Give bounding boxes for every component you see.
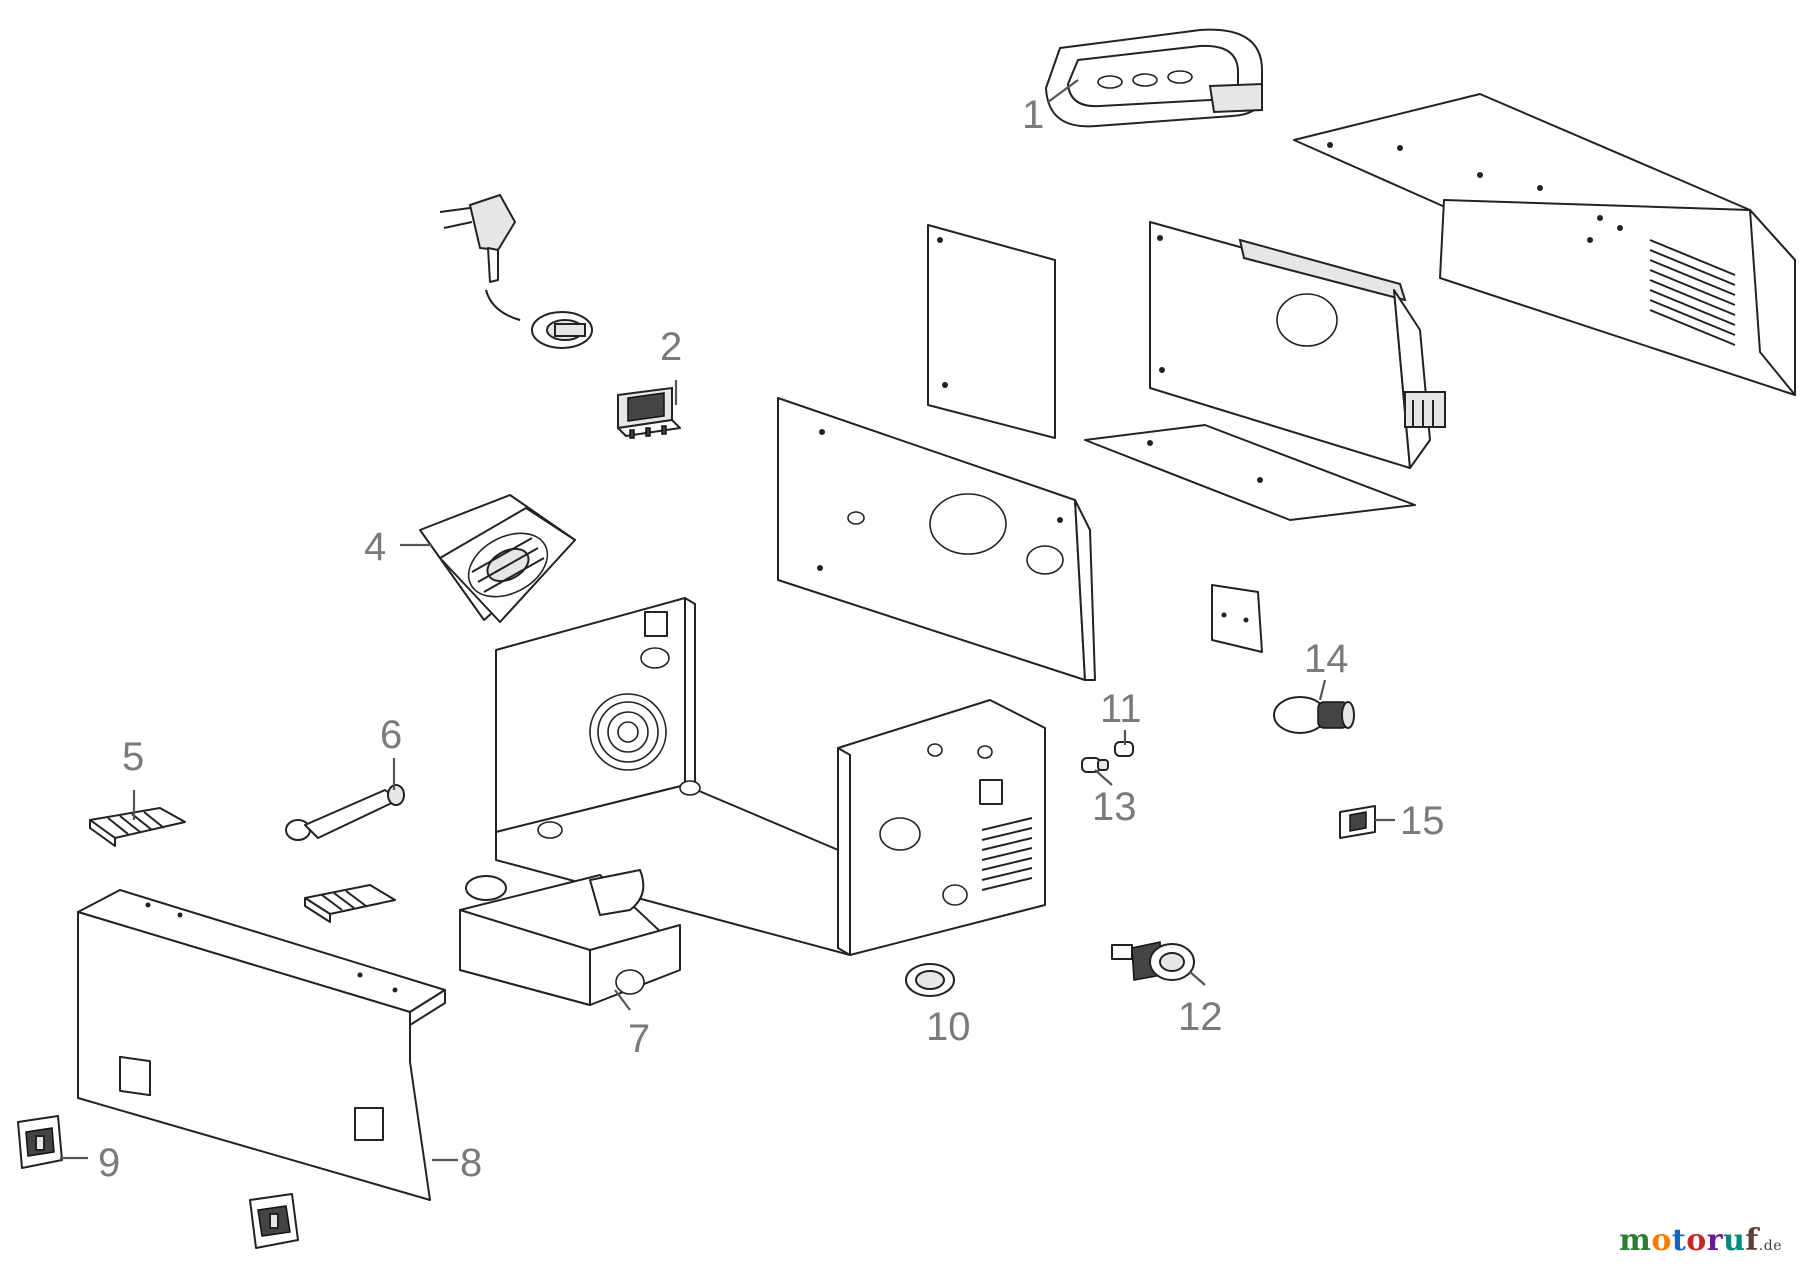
callout-12: 12 [1178, 995, 1223, 1039]
top-cover [1293, 93, 1796, 396]
front-panel [77, 889, 446, 1201]
power-switch [617, 386, 681, 439]
callout-6: 6 [380, 713, 402, 757]
callout-9: 9 [98, 1141, 120, 1185]
carrying-handle [1045, 28, 1263, 128]
panel-socket-upper [17, 1115, 63, 1169]
watermark-letter: t [1671, 1223, 1687, 1258]
motoruf-watermark: motoruf.de [1619, 1223, 1782, 1258]
watermark-letter: r [1706, 1223, 1724, 1258]
cooling-fan [419, 494, 576, 623]
output-socket [1111, 941, 1195, 981]
bolt-pin [285, 784, 405, 841]
insulation-sheet [1084, 424, 1416, 521]
middle-panel [777, 397, 1096, 681]
callout-8: 8 [460, 1141, 482, 1185]
watermark-letter: o [1651, 1223, 1672, 1258]
watermark-tld: .de [1758, 1238, 1782, 1254]
chassis [495, 597, 1046, 956]
cable-clamp-lower [304, 884, 396, 923]
callout-4: 4 [364, 525, 386, 569]
small-switch [1339, 805, 1376, 839]
grommet [905, 963, 955, 997]
callout-1: 1 [1022, 93, 1044, 137]
leader-lines [60, 79, 1395, 1162]
watermark-letter: u [1723, 1223, 1746, 1258]
circuit-board [1149, 221, 1446, 469]
callout-2: 2 [660, 325, 682, 369]
callout-14: 14 [1304, 637, 1349, 681]
panel-socket-lower [249, 1193, 299, 1249]
callout-15: 15 [1400, 799, 1445, 843]
control-knob [1273, 696, 1355, 734]
callout-5: 5 [122, 735, 144, 779]
cable-clamp-5 [89, 807, 186, 847]
watermark-letter: o [1686, 1223, 1707, 1258]
indicator-lamp-13 [1081, 757, 1109, 773]
transformer-housing [459, 869, 681, 1006]
watermark-letter: m [1619, 1223, 1652, 1258]
watermark-letter: f [1745, 1223, 1759, 1258]
callout-7: 7 [628, 1017, 650, 1061]
callout-11: 11 [1100, 687, 1142, 731]
small-plate [1211, 584, 1263, 653]
mains-cable-plug [439, 193, 593, 349]
inner-back-panel [927, 224, 1056, 439]
callout-10: 10 [926, 1005, 971, 1049]
callout-labels: 1 2 4 5 6 7 8 9 10 11 13 12 14 15 [98, 93, 1445, 1185]
callout-13: 13 [1092, 785, 1137, 829]
